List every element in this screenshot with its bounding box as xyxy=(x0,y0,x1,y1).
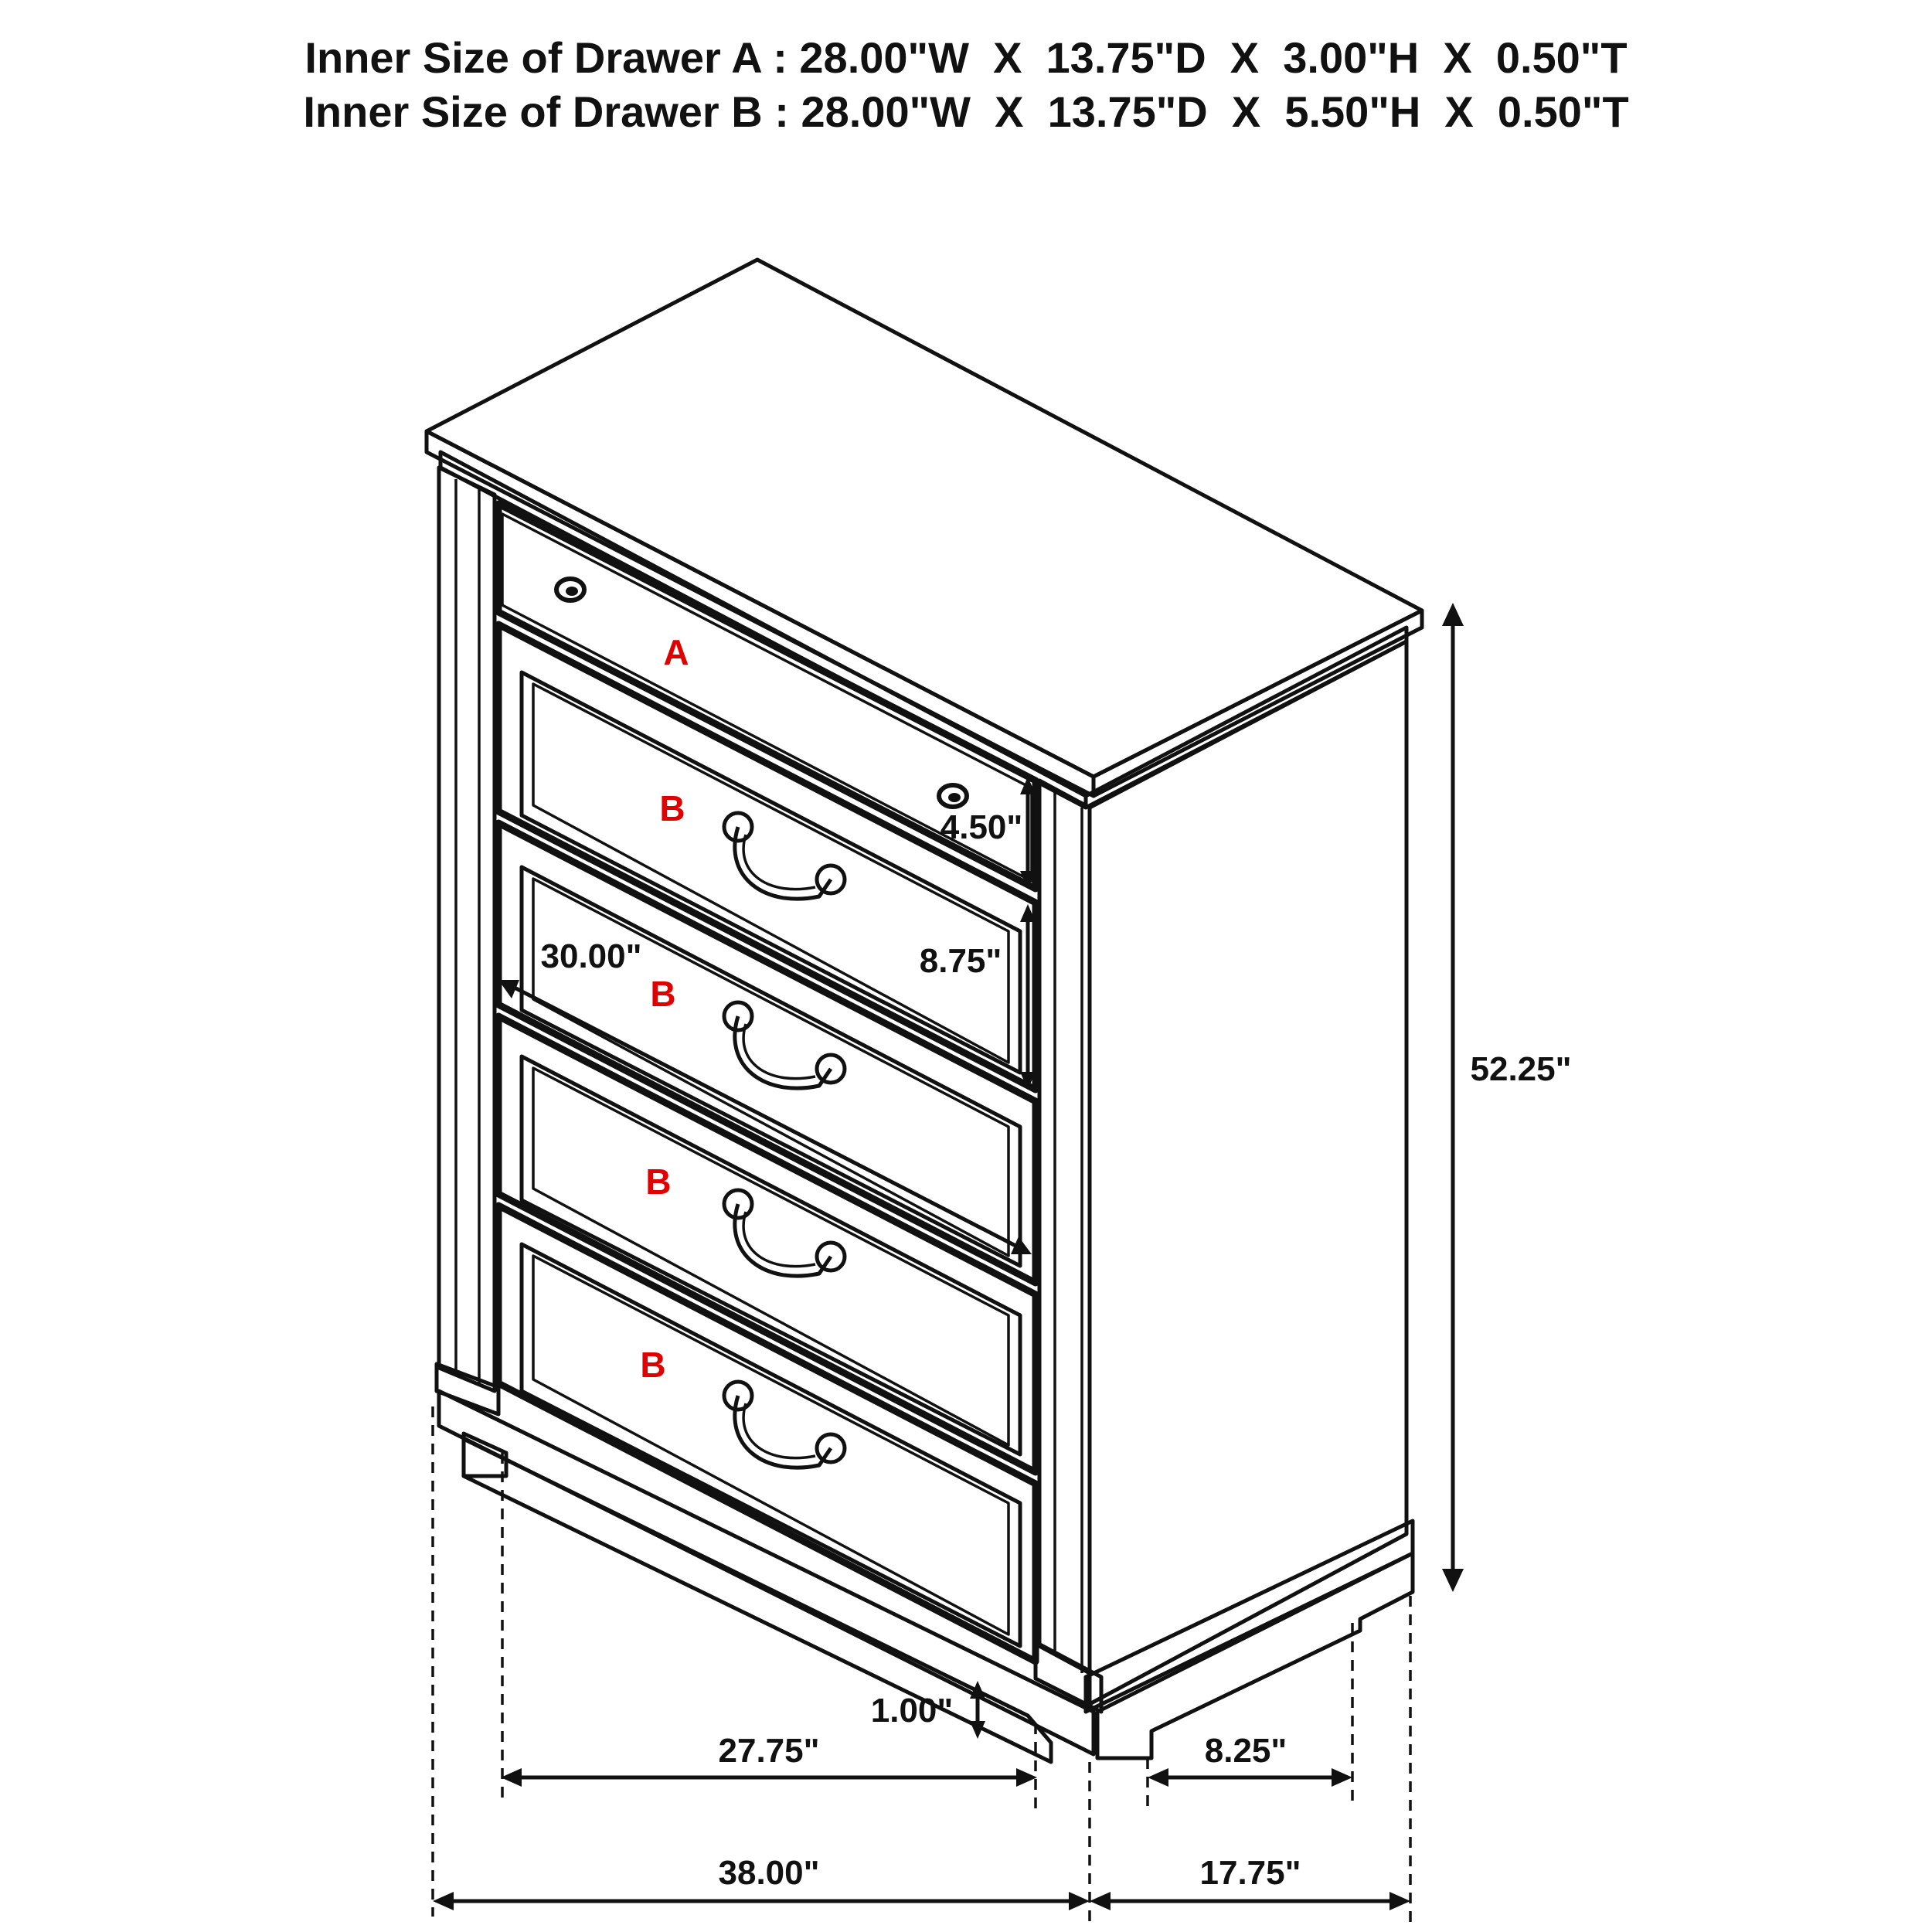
inner-front-width-arrow xyxy=(501,1768,1037,1787)
drawer-b-3-label: B xyxy=(645,1162,671,1202)
drawer-a-knob-right xyxy=(937,783,969,809)
drawer-a xyxy=(495,500,1039,893)
drawer-a-height-arrow xyxy=(1020,777,1036,889)
drawer-a-knob-left xyxy=(554,577,587,603)
drawer-b-3-handle xyxy=(722,1188,847,1278)
overall-width-arrow xyxy=(433,1892,1090,1910)
drawer-b-4-handle xyxy=(722,1379,847,1470)
drawer-b-2 xyxy=(495,819,1039,1287)
drawer-b-1-handle xyxy=(722,811,847,901)
drawer-inner-size-header: Inner Size of Drawer A : 28.00"W X 13.75… xyxy=(0,31,1932,139)
drawer-b-height-label: 8.75" xyxy=(920,942,1002,980)
drawer-b-1 xyxy=(495,621,1039,1094)
drawer-b-2-label: B xyxy=(650,974,675,1014)
drawer-b-1-label: B xyxy=(659,788,685,828)
drawer-a-inner-size: Inner Size of Drawer A : 28.00"W X 13.75… xyxy=(304,33,1628,82)
drawer-b-4-label: B xyxy=(640,1345,665,1385)
overall-depth-label: 17.75" xyxy=(1200,1854,1301,1892)
inner-front-width-label: 27.75" xyxy=(719,1732,820,1770)
chest-side-panel xyxy=(1080,639,1415,1760)
base-height-label: 1.00" xyxy=(871,1692,954,1730)
height-dimension-arrow xyxy=(1442,603,1464,1592)
drawer-a-height-label: 4.50" xyxy=(940,808,1023,846)
drawer-width-arrow xyxy=(498,980,1032,1254)
drawer-b-inner-size: Inner Size of Drawer B : 28.00"W X 13.75… xyxy=(303,87,1629,136)
overall-depth-arrow xyxy=(1090,1892,1410,1910)
drawer-b-height-arrow xyxy=(1020,904,1036,1090)
drawer-b-2-handle xyxy=(722,1000,847,1090)
side-inset-label: 8.25" xyxy=(1205,1732,1287,1770)
drawer-a-label: A xyxy=(663,632,689,672)
chest-left-pillar xyxy=(434,465,501,1417)
side-inset-arrow xyxy=(1148,1768,1352,1787)
chest-right-pillar xyxy=(1033,778,1104,1714)
overall-width-label: 38.00" xyxy=(719,1854,820,1892)
chest-top xyxy=(424,257,1424,810)
drawer-b-3 xyxy=(495,1012,1039,1476)
height-dimension-label: 52.25" xyxy=(1471,1050,1572,1088)
chest-base xyxy=(437,1389,1096,1764)
drawer-width-label: 30.00" xyxy=(541,937,642,975)
base-height-arrow xyxy=(970,1681,985,1739)
drawer-b-4 xyxy=(495,1202,1039,1665)
